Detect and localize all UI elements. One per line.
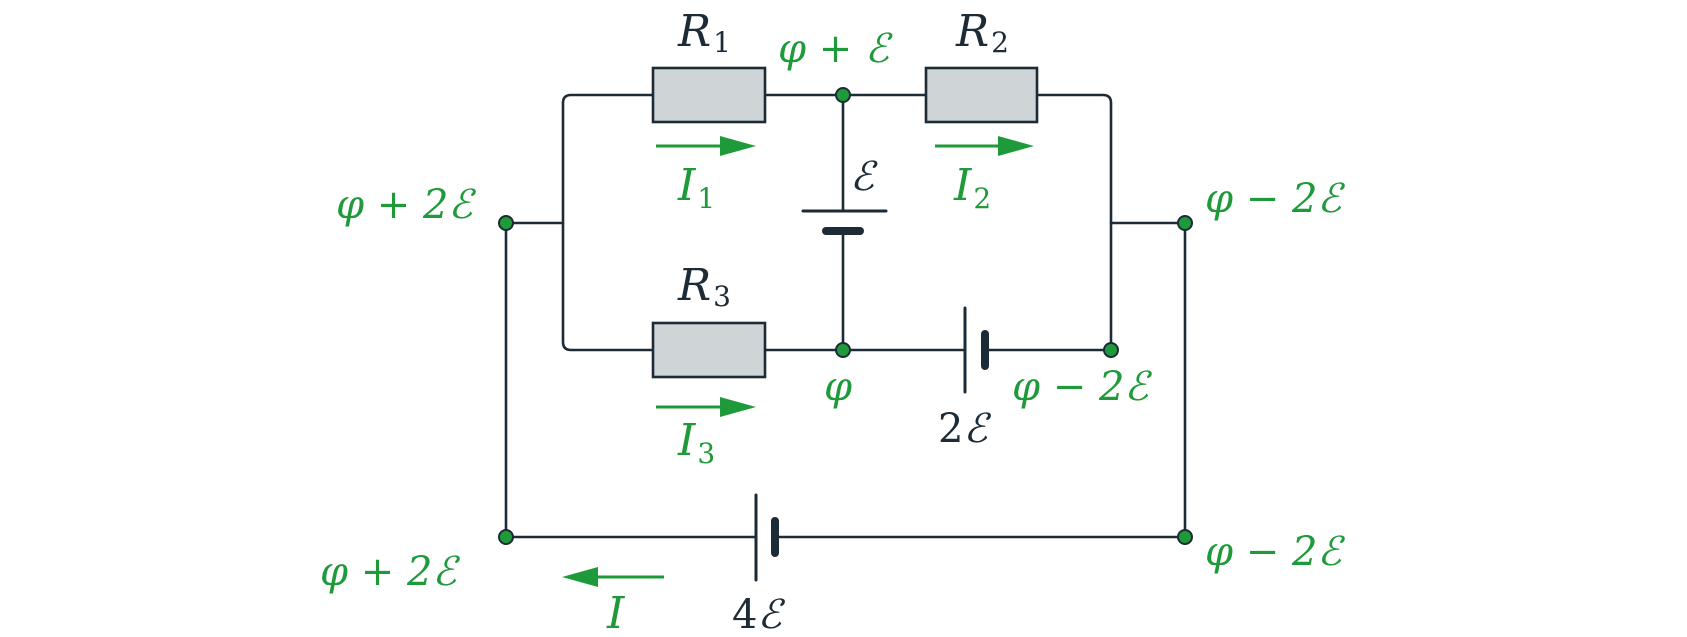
label-i2: I2 <box>953 160 991 215</box>
label-r2: R2 <box>955 6 1009 59</box>
potential-top-middle: φ + ℰ <box>778 26 893 72</box>
battery-4e <box>754 493 779 582</box>
label-emf-4e: 4ℰ <box>732 592 785 637</box>
label-i1: I1 <box>677 160 715 215</box>
node-top-middle <box>835 87 851 103</box>
label-i: I <box>606 588 626 637</box>
battery-e <box>801 209 888 235</box>
current-arrow-i3 <box>656 397 756 417</box>
wires <box>504 93 1187 539</box>
label-emf-2e: 2ℰ <box>938 406 991 452</box>
wire-top-branch <box>561 93 655 352</box>
resistor-r2 <box>924 66 1039 124</box>
potential-right-bottom: φ − 2ℰ <box>1205 529 1345 575</box>
potential-bottom-middle: φ <box>824 364 852 410</box>
wire-r2-right <box>1035 93 1113 352</box>
current-arrow-i2 <box>935 136 1034 156</box>
resistor-r3 <box>651 321 767 379</box>
node-bottom-right <box>1103 342 1119 358</box>
label-i3: I3 <box>677 415 715 470</box>
current-arrow-i <box>562 567 664 587</box>
battery-2e <box>963 306 989 394</box>
potential-left-mid: φ + 2ℰ <box>336 182 476 228</box>
label-r1: R1 <box>677 6 731 59</box>
node-right-mid <box>1177 215 1193 231</box>
resistor-r1 <box>651 66 767 124</box>
node-left-bottom <box>498 529 514 545</box>
node-left-mid <box>498 215 514 231</box>
nodes <box>498 87 1193 545</box>
label-r3: R3 <box>677 260 731 313</box>
current-arrow-i1 <box>656 136 756 156</box>
node-bottom-middle <box>835 342 851 358</box>
potential-right-mid: φ − 2ℰ <box>1205 176 1345 222</box>
label-emf-e: ℰ <box>850 154 878 200</box>
potential-bottom-right-node: φ − 2ℰ <box>1012 364 1152 410</box>
potential-left-bottom: φ + 2ℰ <box>320 549 460 595</box>
node-right-bottom <box>1177 529 1193 545</box>
